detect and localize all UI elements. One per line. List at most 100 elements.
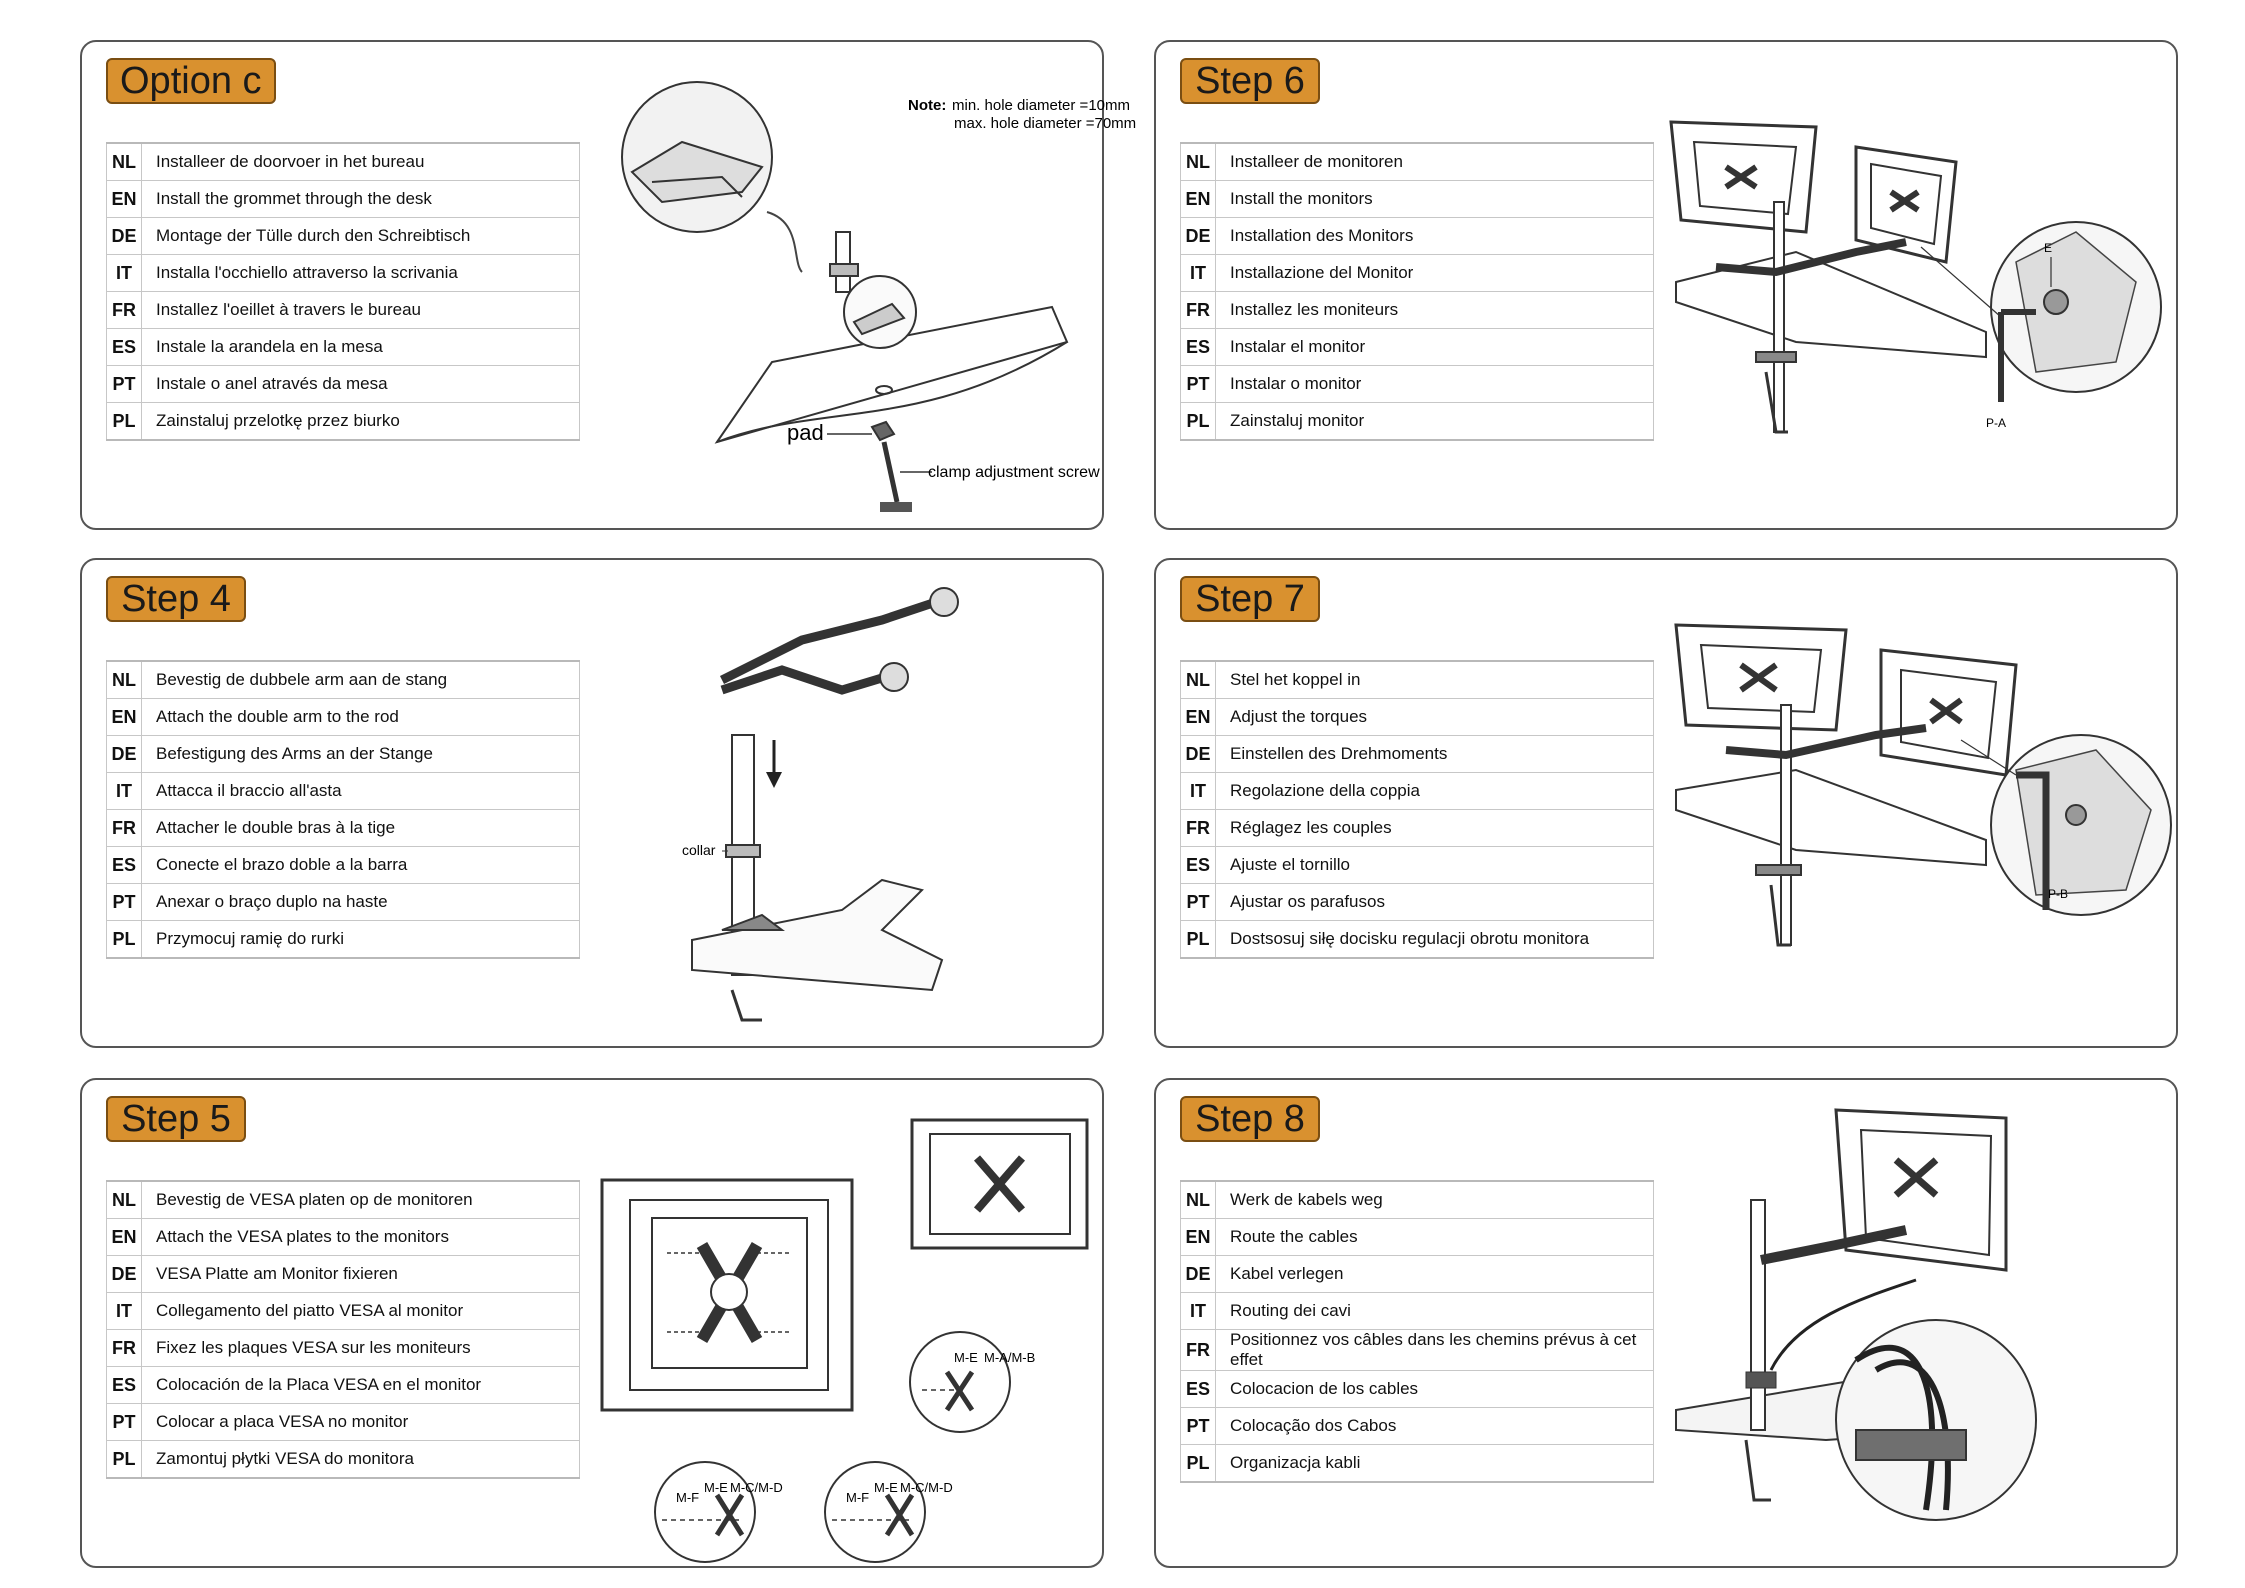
lang-code: PL [1180, 920, 1216, 959]
panel-title: Step 7 [1180, 576, 1320, 622]
route-cables-illustration [1675, 1108, 2037, 1521]
instruction-text: Route the cables [1215, 1218, 1654, 1256]
lang-code: FR [106, 1329, 142, 1367]
instruction-text: Installeer de doorvoer in het bureau [141, 142, 580, 181]
instruction-text: Montage der Tülle durch den Schreibtisch [141, 217, 580, 255]
instruction-text: Colocación de la Placa VESA en el monito… [141, 1366, 580, 1404]
instruction-text: Install the monitors [1215, 180, 1654, 218]
instruction-text: Instale la arandela en la mesa [141, 328, 580, 366]
instruction-text: Attach the double arm to the rod [141, 698, 580, 736]
instruction-text: Réglagez les couples [1215, 809, 1654, 847]
instruction-text: Attach the VESA plates to the monitors [141, 1218, 580, 1256]
instruction-text: Install the grommet through the desk [141, 180, 580, 218]
instruction-text: VESA Platte am Monitor fixieren [141, 1255, 580, 1293]
instruction-text: Bevestig de VESA platen op de monitoren [141, 1180, 580, 1219]
instruction-text: Stel het koppel in [1215, 660, 1654, 699]
part-label-pb: P-B [2048, 887, 2068, 901]
instruction-text: Werk de kabels weg [1215, 1180, 1654, 1219]
lang-code: IT [106, 254, 142, 292]
instruction-text: Organizacja kabli [1215, 1444, 1654, 1483]
arrow-down-icon [766, 772, 782, 788]
lang-code: ES [106, 846, 142, 884]
instruction-text: Przymocuj ramię do rurki [141, 920, 580, 959]
lang-code: PT [106, 365, 142, 403]
lang-code: DE [106, 735, 142, 773]
pole [1773, 201, 1785, 433]
panel-title: Option c [106, 58, 276, 104]
vesa-plates-illustration: M-E M-A/M-B M-F M-E M-C/M-D M-F M-E M-C/… [600, 1118, 1089, 1563]
instruction-text: Routing dei cavi [1215, 1292, 1654, 1330]
note-label: Note: [908, 97, 946, 114]
cable [1769, 1278, 1917, 1371]
lang-code: EN [1180, 180, 1216, 218]
lang-code: IT [106, 1292, 142, 1330]
part-label-me: M-E [704, 1480, 728, 1495]
instruction-text: Installa l'occhiello attraverso la scriv… [141, 254, 580, 292]
lang-code: NL [106, 1180, 142, 1219]
instruction-text: Attacher le double bras à la tige [141, 809, 580, 847]
lang-code: ES [1180, 328, 1216, 366]
part-label-mcd: M-C/M-D [730, 1480, 783, 1495]
part-label-me: M-E [954, 1350, 978, 1365]
part-label-me: M-E [874, 1480, 898, 1495]
part-label-mf: M-F [676, 1490, 699, 1505]
instruction-text: Ajustar os parafusos [1215, 883, 1654, 921]
pad-label: pad [787, 420, 824, 445]
lang-code: IT [106, 772, 142, 810]
desk-shape [691, 878, 944, 992]
detail-circle [654, 1461, 756, 1563]
lang-code: DE [1180, 735, 1216, 773]
part-label-pa: P-A [1986, 416, 2006, 430]
lang-code: FR [1180, 809, 1216, 847]
panel-title: Step 8 [1180, 1096, 1320, 1142]
lang-code: PL [1180, 1444, 1216, 1483]
part-label-mf: M-F [846, 1490, 869, 1505]
clamp-label: clamp adjustment screw [928, 464, 1100, 481]
lang-code: NL [106, 660, 142, 699]
instruction-text: Instale o anel através da mesa [141, 365, 580, 403]
monitor [1834, 1108, 2008, 1272]
instruction-text: Conecte el brazo doble a la barra [141, 846, 580, 884]
desk-shape [1675, 768, 1987, 867]
lang-code: EN [106, 1218, 142, 1256]
instruction-text: Attacca il braccio all'asta [141, 772, 580, 810]
instruction-text: Collegamento del piatto VESA al monitor [141, 1292, 580, 1330]
lang-code: DE [106, 217, 142, 255]
cable-clip [1855, 1429, 1967, 1461]
lang-code: IT [1180, 254, 1216, 292]
panel-title: Step 6 [1180, 58, 1320, 104]
lang-code: PL [106, 920, 142, 959]
instruction-text: Installeer de monitoren [1215, 142, 1654, 181]
lang-code: FR [1180, 1329, 1216, 1371]
lang-code: FR [106, 809, 142, 847]
